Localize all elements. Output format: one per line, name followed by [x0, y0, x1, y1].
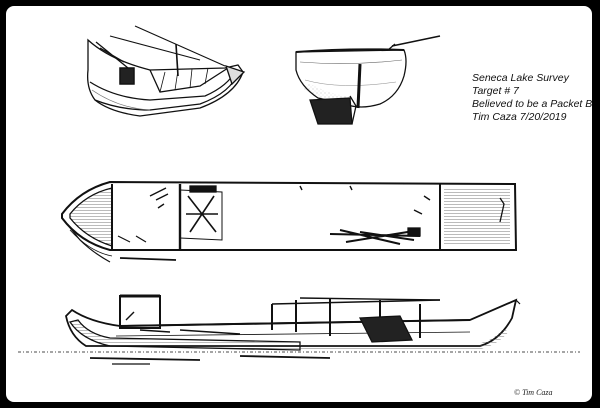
bow-perspective-sketch	[87, 25, 246, 117]
caption-author-date: Tim Caza 7/20/2019	[472, 111, 567, 123]
copyright-symbol: ©	[514, 388, 521, 397]
caption-survey-name: Seneca Lake Survey	[472, 72, 569, 84]
survey-caption: Seneca Lake Survey Target # 7 Believed t…	[472, 72, 592, 124]
copyright-name: Tim Caza	[522, 388, 553, 397]
caption-identification: Believed to be a Packet Boat	[472, 98, 592, 110]
boat-drawings	[18, 25, 580, 365]
stern-rudder-sketch	[295, 35, 441, 125]
profile-view	[18, 294, 580, 365]
caption-target-number: Target # 7	[472, 85, 519, 97]
drawing-sheet: Seneca Lake Survey Target # 7 Believed t…	[6, 6, 592, 402]
copyright-signature: © Tim Caza	[514, 388, 553, 397]
plan-view	[61, 180, 518, 263]
